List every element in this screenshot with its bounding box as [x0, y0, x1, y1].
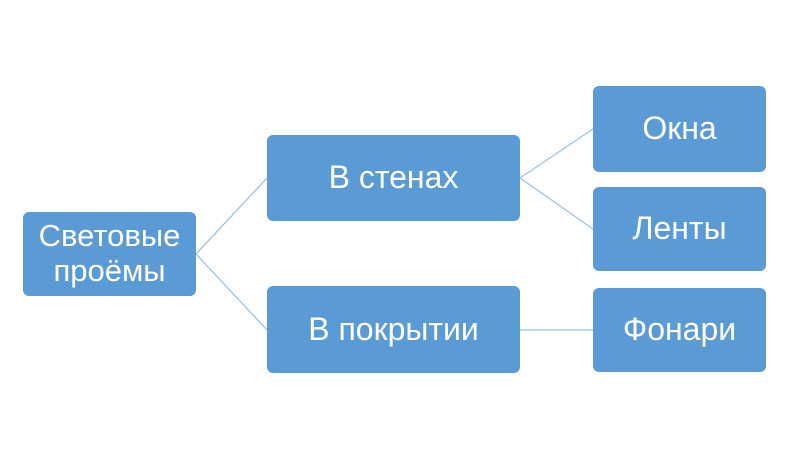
root-node-label-line2: проёмы [53, 253, 166, 288]
root-node-label-line1: Световые [38, 218, 181, 254]
leaf-node-lanterns-label: Фонари [622, 311, 737, 348]
leaf-node-strips: Ленты [593, 187, 766, 271]
connector-root-walls [195, 177, 268, 255]
connector-root-roof [195, 253, 268, 331]
root-node-label: Световые проёмы [39, 219, 181, 288]
leaf-node-windows-label: Окна [642, 110, 717, 147]
branch-node-in-roof-label: В покрытии [308, 310, 479, 347]
connector-walls-windows [519, 128, 594, 179]
connector-walls-strips [519, 177, 594, 230]
branch-node-in-walls-label: В стенах [328, 159, 459, 196]
branch-node-in-roof: В покрытии [267, 286, 520, 373]
root-node-light-openings: Световые проёмы [23, 212, 196, 296]
branch-node-in-walls: В стенах [267, 135, 520, 221]
leaf-node-strips-label: Ленты [632, 210, 727, 247]
leaf-node-lanterns: Фонари [593, 288, 766, 372]
leaf-node-windows: Окна [593, 86, 766, 172]
